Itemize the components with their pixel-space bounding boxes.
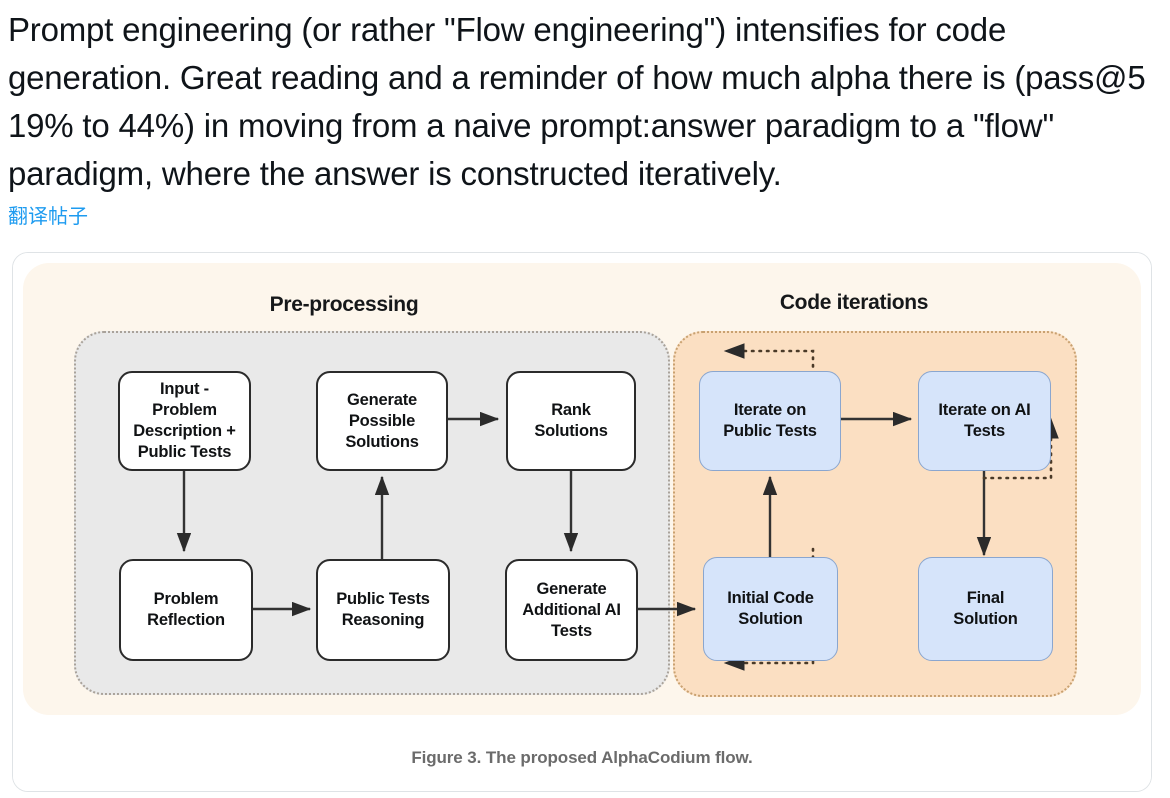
node-initial-code-solution[interactable]: Initial Code Solution xyxy=(703,557,838,661)
node-iterate-on-public-tests[interactable]: Iterate on Public Tests xyxy=(699,371,841,471)
translate-post-link[interactable]: 翻译帖子 xyxy=(8,206,88,228)
post-text: Prompt engineering (or rather "Flow engi… xyxy=(8,11,1155,192)
node-public-tests-reasoning[interactable]: Public Tests Reasoning xyxy=(316,559,450,661)
alphacodium-flow-figure: Pre-processing Code iterations xyxy=(13,253,1151,791)
group-title-pre-processing: Pre-processing xyxy=(269,293,419,316)
node-generate-additional-ai-tests[interactable]: Generate Additional AI Tests xyxy=(505,559,638,661)
node-input-problem[interactable]: Input - Problem Description + Public Tes… xyxy=(118,371,251,471)
node-iterate-on-ai-tests[interactable]: Iterate on AI Tests xyxy=(918,371,1051,471)
node-generate-possible-solutions[interactable]: Generate Possible Solutions xyxy=(316,371,448,471)
post-image-card[interactable]: Pre-processing Code iterations xyxy=(12,252,1152,792)
group-title-code-iterations: Code iterations xyxy=(779,291,929,314)
node-problem-reflection[interactable]: Problem Reflection xyxy=(119,559,253,661)
figure-caption: Figure 3. The proposed AlphaCodium flow. xyxy=(411,748,753,767)
node-final-solution[interactable]: Final Solution xyxy=(918,557,1053,661)
node-rank-solutions[interactable]: Rank Solutions xyxy=(506,371,636,471)
